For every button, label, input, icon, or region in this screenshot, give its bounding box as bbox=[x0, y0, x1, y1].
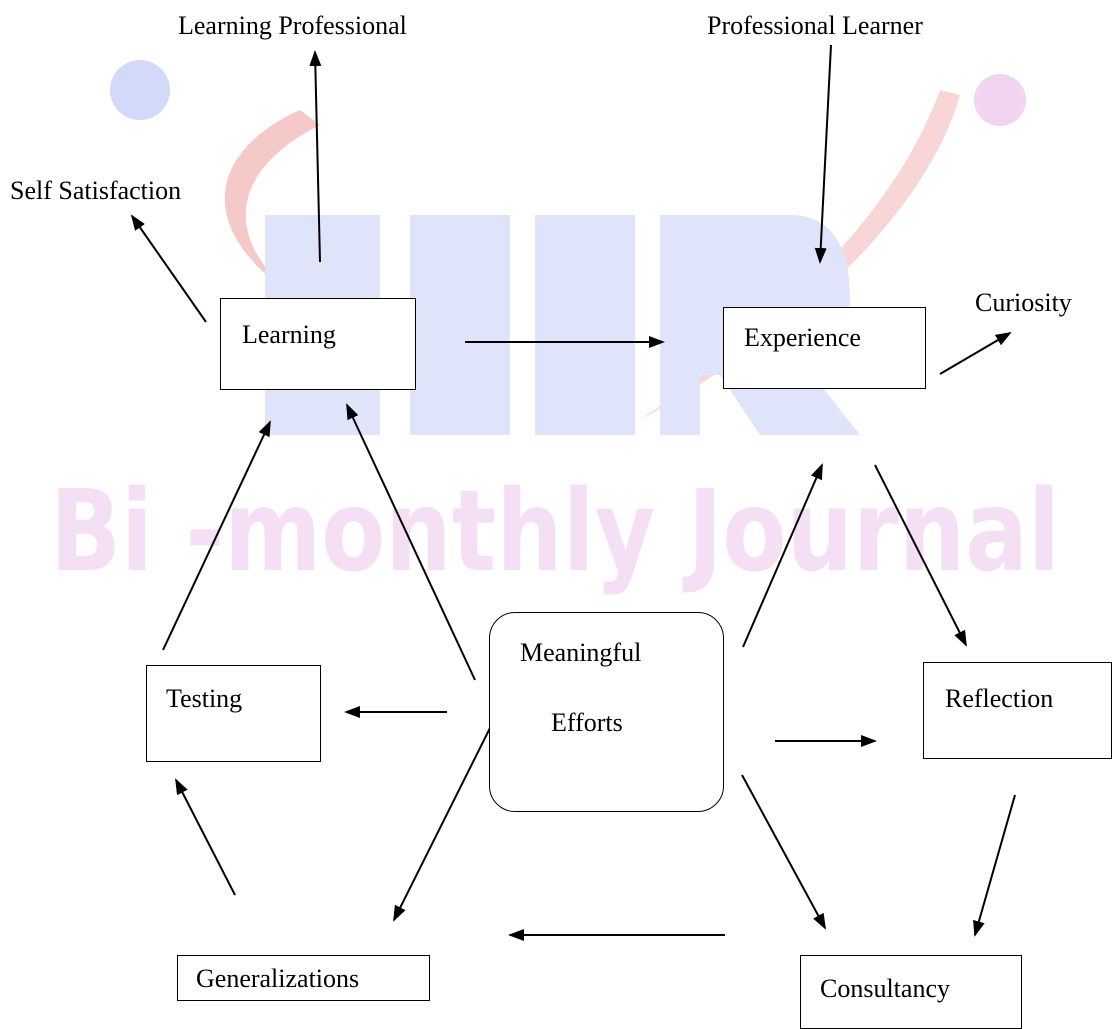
arrow-efforts-to-learning bbox=[346, 403, 476, 681]
arrow-experience-to-reflection bbox=[874, 464, 967, 647]
generalizations-label: Generalizations bbox=[196, 964, 360, 993]
arrow-professional-learner-to-experience bbox=[814, 44, 832, 264]
arrow-generalizations-to-testing bbox=[175, 778, 236, 896]
arrow-efforts-to-consultancy bbox=[741, 774, 826, 930]
learning-professional-label: Learning Professional bbox=[178, 11, 407, 40]
professional-learner-label: Professional Learner bbox=[707, 11, 923, 40]
experience-label: Experience bbox=[744, 323, 861, 352]
watermark-dot-blue bbox=[110, 60, 170, 120]
generalizations-box bbox=[177, 955, 430, 1001]
self-satisfaction-label: Self Satisfaction bbox=[10, 176, 182, 205]
arrow-learning-to-self-satisfaction bbox=[130, 214, 207, 323]
consultancy-box bbox=[800, 955, 1022, 1029]
watermark-dot-pink bbox=[974, 74, 1026, 126]
efforts-label: Efforts bbox=[551, 708, 623, 737]
consultancy-label: Consultancy bbox=[820, 974, 950, 1003]
arrow-efforts-to-generalizations bbox=[393, 727, 491, 922]
watermark-swoosh-left bbox=[224, 110, 320, 300]
arrow-efforts-to-experience bbox=[742, 463, 823, 648]
meaningful-efforts-box bbox=[489, 612, 724, 812]
watermark-swoosh-right bbox=[640, 90, 960, 420]
arrow-learning-to-learning-professional bbox=[309, 50, 322, 263]
arrow-experience-to-curiosity bbox=[939, 331, 1012, 375]
meaningful-label: Meaningful bbox=[520, 638, 642, 667]
experience-box bbox=[723, 307, 926, 389]
testing-label: Testing bbox=[166, 684, 243, 713]
arrow-reflection-to-consultancy bbox=[973, 794, 1016, 937]
curiosity-label: Curiosity bbox=[975, 288, 1072, 317]
testing-box bbox=[146, 665, 321, 762]
learning-box bbox=[220, 298, 416, 390]
reflection-label: Reflection bbox=[945, 684, 1054, 713]
learning-label: Learning bbox=[242, 320, 336, 349]
arrow-testing-to-learning bbox=[162, 420, 271, 651]
reflection-box bbox=[923, 662, 1112, 759]
